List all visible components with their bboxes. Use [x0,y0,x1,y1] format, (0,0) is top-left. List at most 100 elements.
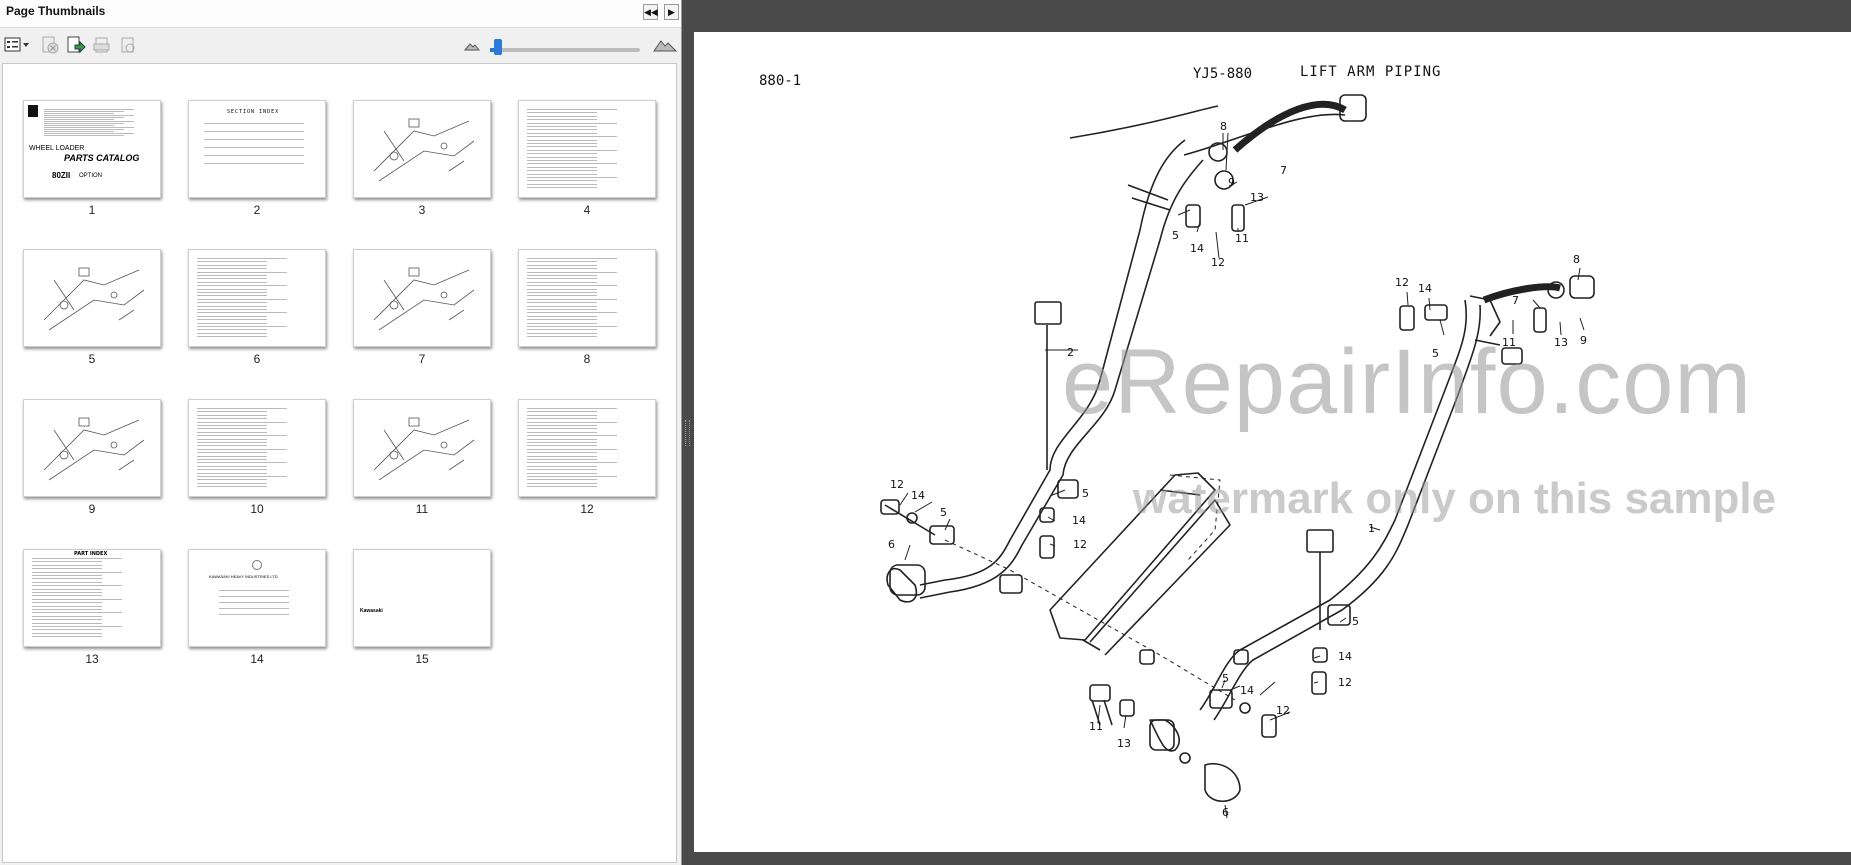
thumbnail-options-icon[interactable] [4,36,30,54]
thumbnail-diagram [43,267,145,331]
page-thumbnail[interactable]: PART INDEX [23,549,161,647]
double-chevron-left-icon[interactable]: ◀◀ [643,4,658,20]
callout-14: 14 [1338,650,1352,663]
callout-5: 5 [940,506,947,519]
callout-11: 11 [1502,336,1516,349]
callout-12: 12 [1395,276,1409,289]
back-cover-logo: Kawasaki [360,608,383,614]
callout-13: 13 [1250,191,1264,204]
thumbnail-page-number: 15 [415,652,429,666]
letterhead: KAWASAKI HEAVY INDUSTRIES LTD [209,574,278,579]
callout-5: 5 [1352,615,1359,628]
cover-title: PARTS CATALOG [64,153,140,163]
page-thumbnail[interactable] [188,399,326,497]
thumbnail-page-number: 13 [85,652,99,666]
page-thumbnail[interactable] [188,249,326,347]
callout-8: 8 [1220,120,1227,133]
callout-5: 5 [1172,229,1179,242]
callout-12: 12 [1276,704,1290,717]
watermark-sub: watermark only on this sample [1133,474,1777,523]
page-thumbnail[interactable] [353,249,491,347]
page-thumbnails-panel: Page Thumbnails ◀◀ ▶ [0,0,682,865]
thumbnail-diagram [43,417,145,481]
callout-6: 6 [1222,806,1229,819]
callout-6: 6 [888,538,895,551]
thumbnail-page-number: 8 [583,352,591,366]
delete-pages-icon[interactable] [40,36,60,54]
zoom-slider-fill [490,48,496,52]
watermark-main: eRepairInfo.com [1062,331,1752,433]
splitter-grip[interactable] [685,420,690,446]
callout-14: 14 [1418,282,1432,295]
thumbnail-page-number: 12 [580,502,594,516]
callout-2: 2 [1067,346,1074,359]
thumbnail-page-number: 9 [88,502,96,516]
thumbnail-page-number: 14 [250,652,264,666]
callout-12: 12 [1338,676,1352,689]
callout-1: 1 [1368,522,1375,535]
insert-page-icon[interactable] [66,36,86,54]
section-index-heading: SECTION INDEX [227,109,280,115]
callout-14: 14 [1072,514,1086,527]
thumbnail-page-number: 7 [418,352,426,366]
thumbnail-page-number: 10 [250,502,264,516]
zoom-slider-track[interactable] [490,48,640,52]
print-page-icon[interactable] [92,36,112,54]
callout-13: 13 [1117,737,1131,750]
thumbnail-page-number: 1 [88,203,96,217]
page-thumbnail[interactable] [353,399,491,497]
zoom-out-mountain-icon[interactable] [462,36,482,54]
page-thumbnail[interactable] [518,249,656,347]
cover-model: 80ZII [52,171,71,180]
thumbnail-diagram [373,417,475,481]
page-thumbnail[interactable] [353,100,491,198]
page-thumbnail[interactable]: SECTION INDEX [188,100,326,198]
page-code-label: YJ5-880 [1193,66,1253,82]
triangle-right-icon[interactable]: ▶ [664,4,679,20]
callout-13: 13 [1554,336,1568,349]
panel-header: Page Thumbnails ◀◀ ▶ [0,0,681,28]
callout-14: 14 [1190,242,1204,255]
thumbnail-diagram [373,267,475,331]
cover-option: OPTION [79,173,103,179]
page-thumbnail[interactable]: Kawasaki [353,549,491,647]
rotate-page-icon[interactable] [118,36,138,54]
callout-14: 14 [911,489,925,502]
thumbnail-page-number: 5 [88,352,96,366]
callout-5: 5 [1082,487,1089,500]
page-thumbnail[interactable] [518,399,656,497]
panel-splitter[interactable] [682,0,692,865]
thumbnail-page-number: 6 [253,352,261,366]
callout-8: 8 [1573,253,1580,266]
callout-7: 7 [1280,164,1287,177]
callout-12: 12 [890,478,904,491]
page-thumbnail[interactable] [23,249,161,347]
callout-9: 9 [1580,334,1587,347]
lift-arm-piping-diagram: 8 7 9 13 5 14 11 12 8 12 14 7 5 11 13 9 … [880,94,1595,819]
cover-heading: WHEEL LOADER [29,145,85,152]
page-thumbnail[interactable] [518,100,656,198]
callout-11: 11 [1235,232,1249,245]
part-index-heading: PART INDEX [74,551,108,557]
page-thumbnail[interactable]: KAWASAKI HEAVY INDUSTRIES LTD [188,549,326,647]
callout-5: 5 [1222,672,1229,685]
callout-12: 12 [1211,256,1225,269]
page-ref-label: 880-1 [759,73,802,89]
callout-9: 9 [1228,176,1235,189]
thumbnail-page-number: 2 [253,203,261,217]
thumbnail-toolbar [0,28,681,62]
callout-12: 12 [1073,538,1087,551]
thumbnail-diagram [373,118,475,182]
callout-7: 7 [1512,294,1519,307]
panel-title: Page Thumbnails [6,4,106,18]
callout-5: 5 [1432,347,1439,360]
zoom-slider-thumb[interactable] [494,39,502,55]
page-thumbnail[interactable] [23,399,161,497]
callout-14: 14 [1240,684,1254,697]
thumbnail-page-number: 3 [418,203,426,217]
zoom-in-mountain-icon[interactable] [653,36,677,54]
page-title: LIFT ARM PIPING [1300,64,1442,80]
thumbnail-page-number: 11 [415,502,429,516]
